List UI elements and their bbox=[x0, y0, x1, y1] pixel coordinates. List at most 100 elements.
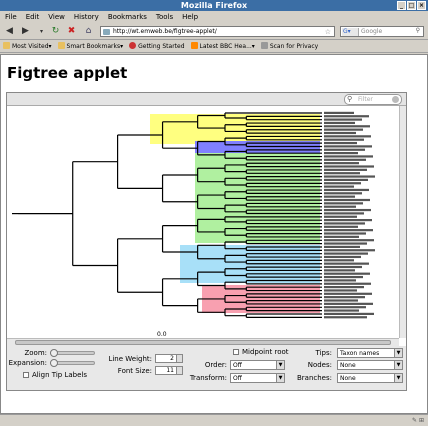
tip-label[interactable] bbox=[324, 121, 355, 125]
bookmark-bbc[interactable]: Latest BBC Hea...▾ bbox=[190, 41, 255, 52]
tip-label[interactable] bbox=[324, 162, 359, 165]
search-engine-icon[interactable]: G▾ bbox=[342, 28, 359, 36]
midpoint-root-checkbox[interactable] bbox=[233, 349, 239, 355]
menu-file[interactable]: File bbox=[5, 13, 17, 21]
back-icon[interactable]: ◀ bbox=[6, 26, 13, 36]
tip-label[interactable] bbox=[324, 178, 368, 181]
tip-label[interactable] bbox=[324, 316, 367, 319]
tip-label[interactable] bbox=[324, 286, 364, 289]
tip-label[interactable] bbox=[324, 111, 354, 114]
tip-label[interactable] bbox=[324, 152, 358, 155]
tip-label[interactable] bbox=[324, 118, 362, 121]
tip-label[interactable] bbox=[324, 198, 370, 202]
tip-label[interactable] bbox=[324, 185, 354, 188]
menu-view[interactable]: View bbox=[48, 13, 65, 21]
tip-label[interactable] bbox=[324, 232, 366, 235]
vertical-scrollbar[interactable] bbox=[399, 106, 406, 338]
tip-label[interactable] bbox=[324, 252, 368, 255]
tip-label[interactable] bbox=[324, 269, 355, 272]
tip-label[interactable] bbox=[324, 138, 364, 141]
tip-label[interactable] bbox=[324, 131, 356, 135]
tip-label[interactable] bbox=[324, 259, 354, 262]
tip-label[interactable] bbox=[324, 306, 366, 309]
search-box[interactable]: G▾ Google ⚲ bbox=[340, 26, 424, 37]
tip-label[interactable] bbox=[324, 182, 361, 185]
tip-label[interactable] bbox=[324, 219, 372, 222]
menu-bookmarks[interactable]: Bookmarks bbox=[107, 13, 147, 21]
tip-label[interactable] bbox=[324, 135, 371, 138]
tip-label[interactable] bbox=[324, 115, 369, 118]
stop-icon[interactable]: ✖ bbox=[67, 26, 76, 36]
tip-label[interactable] bbox=[324, 158, 366, 161]
tip-label[interactable] bbox=[324, 195, 355, 198]
tip-label[interactable] bbox=[324, 215, 357, 218]
spinner-arrows-icon[interactable] bbox=[176, 367, 182, 374]
menu-history[interactable]: History bbox=[73, 13, 99, 21]
horizontal-scrollbar[interactable] bbox=[7, 338, 399, 346]
tip-label[interactable] bbox=[324, 208, 371, 212]
search-icon[interactable]: ⚲ bbox=[415, 27, 420, 34]
tip-label[interactable] bbox=[324, 205, 356, 208]
figtree-applet[interactable]: ⚲ Filter 0.0 Zoom: Expansion: Align Tip … bbox=[6, 92, 407, 391]
order-select[interactable]: Off▼ bbox=[230, 360, 285, 370]
tip-label[interactable] bbox=[324, 282, 371, 285]
expansion-slider[interactable] bbox=[50, 359, 95, 367]
tip-label[interactable] bbox=[324, 279, 356, 282]
tip-label[interactable] bbox=[324, 235, 359, 238]
tip-label[interactable] bbox=[324, 289, 357, 292]
history-dropdown-icon[interactable]: ▾ bbox=[39, 28, 43, 35]
tip-label[interactable] bbox=[324, 312, 374, 315]
tree-canvas[interactable] bbox=[10, 108, 395, 328]
tip-label[interactable] bbox=[324, 299, 358, 302]
bookmark-most-visited[interactable]: Most Visited▾ bbox=[3, 41, 52, 52]
align-tip-labels-checkbox[interactable] bbox=[23, 372, 29, 378]
tips-select[interactable]: Taxon names▼ bbox=[337, 348, 403, 358]
bookmark-star-icon[interactable]: ☆ bbox=[324, 28, 331, 36]
tip-label[interactable] bbox=[324, 202, 363, 205]
tip-label[interactable] bbox=[324, 242, 367, 245]
tip-label[interactable] bbox=[324, 145, 372, 148]
tip-label[interactable] bbox=[324, 272, 370, 275]
tip-label[interactable] bbox=[324, 292, 372, 295]
tip-label[interactable] bbox=[324, 302, 373, 305]
reload-icon[interactable]: ↻ bbox=[51, 26, 60, 36]
zoom-slider[interactable] bbox=[50, 349, 95, 357]
bookmark-smart[interactable]: Smart Bookmarks▾ bbox=[57, 41, 123, 52]
branches-select[interactable]: None▼ bbox=[337, 373, 403, 383]
tip-label[interactable] bbox=[324, 225, 358, 228]
font-size-spinner[interactable]: 11 bbox=[155, 366, 183, 375]
home-icon[interactable]: ⌂ bbox=[85, 26, 92, 36]
tip-label[interactable] bbox=[324, 155, 373, 158]
tip-label[interactable] bbox=[324, 249, 375, 252]
tip-label[interactable] bbox=[324, 222, 365, 225]
address-bar[interactable]: http://wt.emweb.be/figtree-applet/ ☆ bbox=[100, 26, 335, 37]
close-icon[interactable]: × bbox=[417, 1, 426, 10]
tip-label[interactable] bbox=[324, 168, 367, 171]
scroll-thumb[interactable] bbox=[15, 340, 391, 345]
menu-edit[interactable]: Edit bbox=[25, 13, 40, 21]
tip-label[interactable] bbox=[324, 265, 362, 269]
expansion-slider-knob[interactable] bbox=[50, 359, 58, 367]
tip-label[interactable] bbox=[324, 175, 375, 178]
minimize-icon[interactable]: _ bbox=[397, 1, 406, 10]
bookmark-getting-started[interactable]: Getting Started bbox=[129, 41, 185, 52]
clear-icon[interactable] bbox=[392, 96, 399, 103]
tip-label[interactable] bbox=[324, 188, 369, 192]
forward-icon[interactable]: ▶ bbox=[22, 26, 29, 36]
line-weight-spinner[interactable]: 2 bbox=[155, 354, 183, 363]
tip-label[interactable] bbox=[324, 125, 370, 128]
filter-field[interactable]: ⚲ Filter bbox=[344, 94, 402, 105]
menu-tools[interactable]: Tools bbox=[155, 13, 174, 21]
tip-label[interactable] bbox=[324, 239, 374, 242]
tip-label[interactable] bbox=[324, 212, 364, 215]
tip-label[interactable] bbox=[324, 128, 363, 131]
spinner-arrows-icon[interactable] bbox=[176, 355, 182, 362]
tip-label[interactable] bbox=[324, 172, 360, 175]
tip-label[interactable] bbox=[324, 148, 365, 151]
zoom-slider-knob[interactable] bbox=[50, 349, 58, 357]
tip-label[interactable] bbox=[324, 165, 374, 168]
transform-select[interactable]: Off▼ bbox=[230, 373, 285, 383]
tip-label[interactable] bbox=[324, 141, 357, 145]
tip-label[interactable] bbox=[324, 262, 369, 265]
nodes-select[interactable]: None▼ bbox=[337, 360, 403, 370]
